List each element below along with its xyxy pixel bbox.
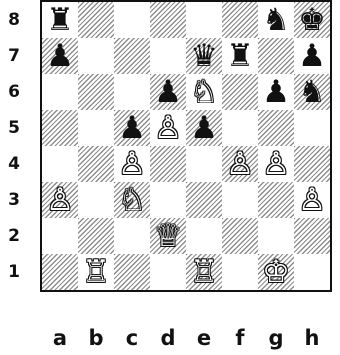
white-queen-icon-d2: ♕ [150,218,186,254]
rank-label-4: 4 [0,154,20,174]
dark-square-b2 [78,218,114,254]
black-pawn-icon-c5: ♟ [114,110,150,146]
dark-square-c1 [114,254,150,290]
light-square-h1 [294,254,330,290]
dark-square-e3 [186,182,222,218]
white-pawn-icon-g4: ♙ [258,146,294,182]
dark-square-f2 [222,218,258,254]
white-rook-icon-e1: ♖ [186,254,222,290]
light-square-d7 [150,38,186,74]
white-knight-icon-c3: ♘ [114,182,150,218]
rank-label-8: 8 [0,10,20,30]
file-labels: abcdefgh [42,314,330,354]
dark-square-h2 [294,218,330,254]
dark-square-d8 [150,2,186,38]
file-label-g: g [258,326,294,350]
rank-label-2: 2 [0,226,20,246]
black-knight-icon-h6: ♞ [294,74,330,110]
light-square-f3 [222,182,258,218]
dark-square-a5 [42,110,78,146]
light-square-c2 [114,218,150,254]
white-pawn-icon-c4: ♙ [114,146,150,182]
black-pawn-icon-d6: ♟ [150,74,186,110]
black-king-icon-h8: ♚ [294,2,330,38]
white-pawn-icon-f4: ♙ [222,146,258,182]
chess-board: ♜♞♚♟♛♜♟♟♘♟♞♟♙♟♙♙♙♙♘♙♕♖♖♔ [40,0,332,292]
dark-square-b4 [78,146,114,182]
dark-square-g7 [258,38,294,74]
dark-square-d4 [150,146,186,182]
dark-square-b8 [78,2,114,38]
light-square-b7 [78,38,114,74]
light-square-c8 [114,2,150,38]
file-label-h: h [294,326,330,350]
black-pawn-icon-g6: ♟ [258,74,294,110]
black-rook-icon-a8: ♜ [42,2,78,38]
light-square-a4 [42,146,78,182]
dark-square-a1 [42,254,78,290]
rank-label-7: 7 [0,46,20,66]
rank-label-5: 5 [0,118,20,138]
light-square-e2 [186,218,222,254]
light-square-d3 [150,182,186,218]
light-square-a2 [42,218,78,254]
light-square-f1 [222,254,258,290]
rank-label-3: 3 [0,190,20,210]
dark-square-b6 [78,74,114,110]
light-square-c6 [114,74,150,110]
light-square-e4 [186,146,222,182]
white-knight-icon-e6: ♘ [186,74,222,110]
light-square-h5 [294,110,330,146]
dark-square-f6 [222,74,258,110]
white-pawn-icon-a3: ♙ [42,182,78,218]
white-rook-icon-b1: ♖ [78,254,114,290]
file-label-f: f [222,326,258,350]
file-label-e: e [186,326,222,350]
light-square-e8 [186,2,222,38]
rank-label-1: 1 [0,262,20,282]
black-queen-icon-e7: ♛ [186,38,222,74]
white-king-icon-g1: ♔ [258,254,294,290]
rank-label-6: 6 [0,82,20,102]
white-pawn-icon-h3: ♙ [294,182,330,218]
black-rook-icon-f7: ♜ [222,38,258,74]
dark-square-g3 [258,182,294,218]
dark-square-h4 [294,146,330,182]
light-square-g2 [258,218,294,254]
black-knight-icon-g8: ♞ [258,2,294,38]
white-pawn-icon-d5: ♙ [150,110,186,146]
file-label-a: a [42,326,78,350]
file-label-d: d [150,326,186,350]
file-label-b: b [78,326,114,350]
light-square-b3 [78,182,114,218]
dark-square-g5 [258,110,294,146]
light-square-d1 [150,254,186,290]
black-pawn-icon-a7: ♟ [42,38,78,74]
dark-square-f8 [222,2,258,38]
black-pawn-icon-h7: ♟ [294,38,330,74]
dark-square-c7 [114,38,150,74]
black-pawn-icon-e5: ♟ [186,110,222,146]
light-square-f5 [222,110,258,146]
light-square-b5 [78,110,114,146]
file-label-c: c [114,326,150,350]
light-square-a6 [42,74,78,110]
